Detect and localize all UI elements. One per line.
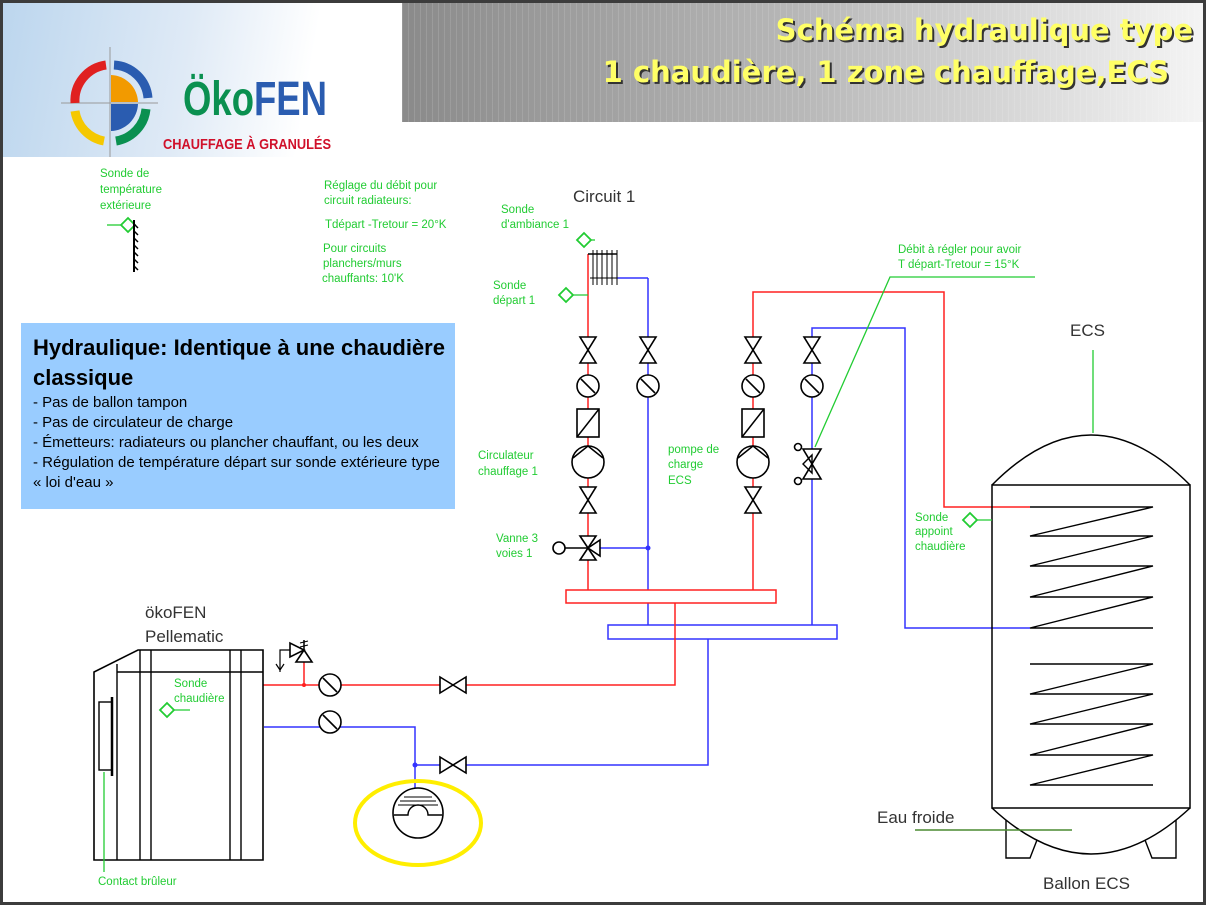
boiler-pellematic [93,649,264,872]
valve-icon [579,486,597,514]
thermometer-icon [800,374,824,398]
tank-label: Ballon ECS [1043,874,1130,893]
valve-icon [744,336,762,364]
ecs-label: ECS [1070,321,1105,340]
title-line-2: 1 chaudière, 1 zone chauffage,ECS [602,55,1169,89]
ecs-tank [915,350,1191,859]
highlight-ellipse [353,779,483,867]
room-sensor-icon [576,232,592,248]
ecs-charge-circuit [736,276,1035,629]
info-item: - Régulation de température départ sur s… [33,454,440,491]
thermometer-icon [318,673,342,697]
logo-area: ÖkoFEN CHAUFFAGE À GRANULÉS [3,3,402,157]
heating-circuit-1 [552,232,660,625]
safety-valve-icon [275,640,314,687]
outdoor-sensor-label: Sonde de température extérieure [100,168,165,212]
flow-setting-note: Réglage du débit pour circuit radiateurs… [322,180,450,285]
title-line-1: Schéma hydraulique type [775,13,1193,47]
info-item: - Émetteurs: radiateurs ou plancher chau… [33,434,419,451]
flow-sensor-icon [558,287,574,303]
logo-tagline: CHAUFFAGE À GRANULÉS [163,136,331,153]
radiator-icon [588,250,618,285]
thermometer-icon [318,710,342,734]
supply-manifold [565,589,777,604]
circuit-1-title: Circuit 1 [573,187,635,206]
balancing-valve-icon [793,442,823,486]
return-manifold [607,624,838,640]
tank-sensor-icon [962,512,978,528]
info-box: Hydraulique: Identique à une chaudière c… [21,323,455,509]
three-way-valve-icon [552,535,601,561]
check-valve-icon [576,408,600,438]
valve-icon [639,336,657,364]
info-item: - Pas de ballon tampon [33,394,188,411]
logo-emblem-icon [61,47,158,157]
expansion-vessel-icon [392,787,444,839]
valve-icon [439,756,467,774]
thermometer-icon [636,374,660,398]
okofen-logo: ÖkoFEN CHAUFFAGE À GRANULÉS [61,47,331,157]
burner-contact-label: Contact brûleur [98,876,177,888]
logo-brand: ÖkoFEN [183,73,327,126]
slide: ÖkoFEN CHAUFFAGE À GRANULÉS Schéma hydra… [3,3,1203,902]
thermometer-icon [741,374,765,398]
boiler-sensor-icon [159,702,175,718]
info-item: - Pas de circulateur de charge [33,414,234,431]
pump-icon [736,445,770,479]
valve-icon [803,336,821,364]
cold-water-label: Eau froide [877,808,955,827]
valve-icon [744,486,762,514]
info-heading: Hydraulique: Identique à une chaudière c… [33,335,445,390]
pump-icon [571,445,605,479]
check-valve-icon [741,408,765,438]
valve-icon [439,676,467,694]
outdoor-sensor [107,217,139,272]
thermometer-icon [576,374,600,398]
valve-icon [579,336,597,364]
title-banner: Schéma hydraulique type 1 chaudière, 1 z… [402,3,1203,122]
